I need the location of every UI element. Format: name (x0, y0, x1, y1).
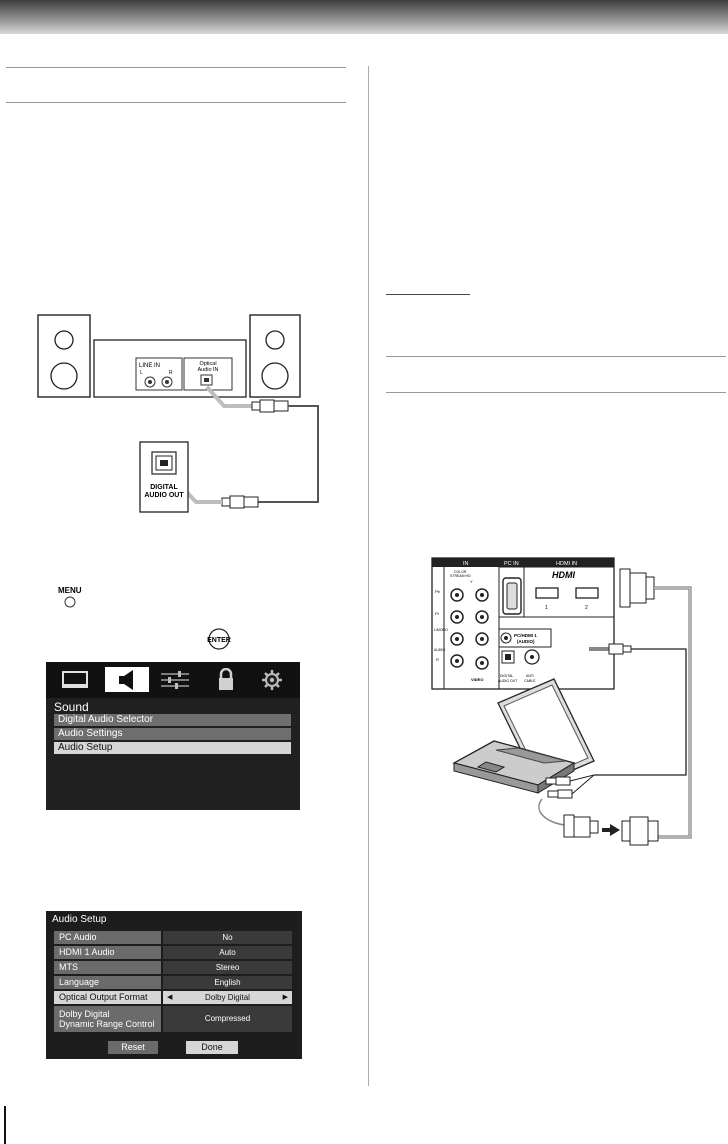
r-label: R (436, 657, 439, 662)
enter-icon-label: ENTER (207, 637, 231, 644)
column-divider (368, 66, 369, 1086)
colorstream-line1: COLOR (454, 570, 467, 574)
section-rule-right-bottom (386, 392, 726, 393)
dynamic-range-control-label: Dolby Digital Dynamic Range Control (54, 1006, 161, 1032)
laptop-computer (452, 678, 595, 794)
audio-setup-title: Audio Setup (52, 914, 107, 925)
mts-value[interactable]: Stereo (163, 961, 292, 974)
reset-button[interactable]: Reset (108, 1041, 158, 1054)
pc-connection-diagram: IN PC IN HDMI IN COLOR STREAM HD HDMI Pb… (431, 557, 692, 846)
video-label: VIDEO (471, 677, 483, 682)
audio-amplifier: LINE IN L R Optical Audio IN (93, 339, 247, 398)
menu-item-audio-setup[interactable]: Audio Setup (54, 742, 291, 754)
speaker-icon[interactable] (113, 669, 141, 691)
audio-label: AUDIO (434, 648, 445, 652)
tv-back-panel: IN PC IN HDMI IN COLOR STREAM HD HDMI Pb… (431, 557, 615, 690)
page-edge-mark (4, 1106, 6, 1144)
menu-item-digital-audio-selector[interactable]: Digital Audio Selector (54, 714, 291, 726)
gear-icon[interactable] (260, 668, 284, 692)
line-in-l-label: L (140, 370, 143, 376)
hdmi-port-2: 2 (585, 605, 588, 611)
sound-menu-screen: Sound Digital Audio Selector Audio Setti… (46, 662, 300, 810)
in-label: IN (463, 561, 469, 567)
ant-cable-line2: CABLE (524, 679, 536, 683)
digital-out-line2: AUDIO OUT (144, 492, 184, 499)
hdmi1-audio-label: HDMI 1 Audio (54, 946, 161, 959)
pc-audio-value[interactable]: No (163, 931, 292, 944)
line-in-label: LINE IN (139, 363, 160, 369)
lock-icon[interactable] (216, 668, 236, 692)
pb-label: Pb (435, 589, 441, 594)
ant-cable-line1: ANT/ (526, 674, 534, 678)
colorstream-line2: STREAM HD (450, 574, 471, 578)
page-header-band (0, 0, 728, 34)
hdmi1-audio-value[interactable]: Auto (163, 946, 292, 959)
rca-audio-cable (538, 774, 595, 826)
language-value[interactable]: English (163, 976, 292, 989)
pc-hdmi-audio-line2: (AUDIO) (517, 639, 535, 644)
note-underline (386, 294, 470, 295)
hdmi-logo: HDMI (552, 570, 575, 580)
language-label: Language (54, 976, 161, 989)
digital-audio-out-line1: DIGITAL (500, 674, 513, 678)
section-rule-top (6, 67, 346, 68)
tv-picture-icon[interactable] (60, 670, 90, 690)
optical-label-line1: Optical (199, 361, 216, 367)
optical-label-line2: Audio IN (197, 367, 218, 373)
hdmi-port-1: 1 (545, 605, 548, 611)
hdmi-in-label: HDMI IN (556, 561, 577, 567)
audio-setup-screen: Audio Setup PC Audio No HDMI 1 Audio Aut… (46, 911, 302, 1059)
optical-audio-connection-diagram: LINE IN L R Optical Audio IN DIGITAL AUD… (37, 314, 319, 513)
pr-label: Pr (435, 611, 440, 616)
optical-output-format-text: Dolby Digital (205, 993, 250, 1002)
dynamic-range-control-label-line1: Dolby Digital (59, 1009, 110, 1019)
mts-label: MTS (54, 961, 161, 974)
right-speaker (249, 314, 301, 398)
optical-output-format-label: Optical Output Format (54, 991, 161, 1004)
menu-button-icon: MENU (58, 586, 82, 608)
optical-output-format-value[interactable]: ◀ Dolby Digital ▶ (163, 991, 292, 1004)
dynamic-range-control-value[interactable]: Compressed (163, 1006, 292, 1032)
pc-hdmi-audio-line1: PC/HDMI 1 (514, 633, 537, 638)
done-button[interactable]: Done (186, 1041, 238, 1054)
left-speaker (37, 314, 91, 398)
arrow-right-icon[interactable]: ▶ (282, 994, 288, 1001)
section-rule-right-top (386, 356, 726, 357)
vga-connector-top (619, 568, 655, 608)
y-label: Y (470, 579, 473, 584)
digital-out-line1: DIGITAL (150, 484, 178, 491)
section-rule-bottom (6, 102, 346, 103)
arrow-left-icon[interactable]: ◀ (167, 994, 173, 1001)
tv-digital-audio-out-panel: DIGITAL AUDIO OUT (139, 441, 189, 513)
menu-item-audio-settings[interactable]: Audio Settings (54, 728, 291, 740)
menu-icon-label: MENU (58, 586, 82, 595)
pc-audio-label: PC Audio (54, 931, 161, 944)
lmono-label: L/MONO (434, 628, 448, 632)
sound-menu-title: Sound (54, 700, 89, 714)
sliders-icon[interactable] (159, 670, 191, 690)
pc-in-label: PC IN (504, 561, 519, 567)
enter-button-icon: ENTER (207, 628, 231, 650)
digital-audio-out-line2: AUDIO OUT (498, 679, 518, 683)
line-in-r-label: R (169, 370, 173, 376)
vga-conversion-adapter (563, 814, 659, 846)
dynamic-range-control-label-line2: Dynamic Range Control (59, 1019, 155, 1029)
menu-tab-bar (46, 662, 300, 698)
